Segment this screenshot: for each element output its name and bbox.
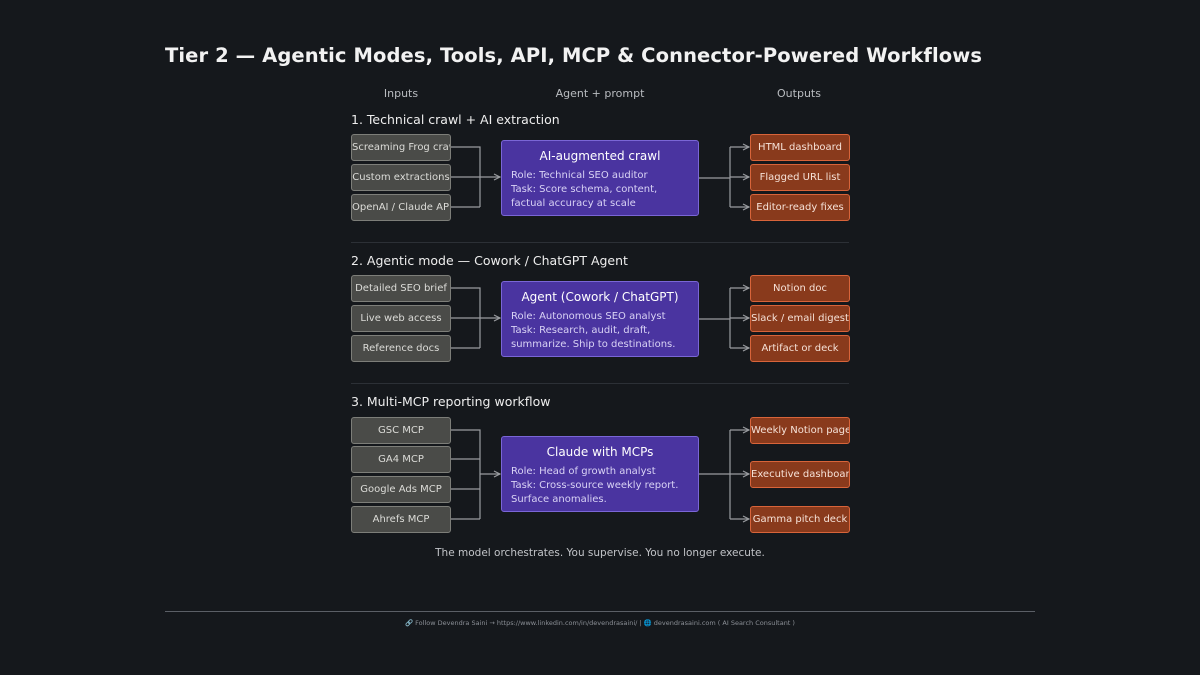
output-node: Weekly Notion page [750,417,850,444]
section-divider [351,383,849,384]
input-node: Google Ads MCP [351,476,451,503]
agent-role: Role: Head of growth analyst [511,466,656,477]
input-node: GSC MCP [351,417,451,444]
input-node: Detailed SEO brief [351,275,451,302]
input-node: Custom extractions [351,164,451,191]
column-header-agent: Agent + prompt [555,87,645,100]
output-node: Flagged URL list [750,164,850,191]
section-title-1: 1. Technical crawl + AI extraction [351,112,560,127]
agent-title: Agent (Cowork / ChatGPT) [521,290,679,304]
column-header-outputs: Outputs [777,87,821,100]
agent-node: Agent (Cowork / ChatGPT) Role: Autonomou… [501,281,699,357]
agent-title: Claude with MCPs [546,445,654,459]
input-node: Ahrefs MCP [351,506,451,533]
input-node: Reference docs [351,335,451,362]
agent-role: Role: Technical SEO auditor [511,170,648,181]
input-node: GA4 MCP [351,446,451,473]
section-title-3: 3. Multi-MCP reporting workflow [351,394,551,409]
footer-divider [165,611,1035,612]
agent-node: AI-augmented crawl Role: Technical SEO a… [501,140,699,216]
footer-credit[interactable]: 🔗 Follow Devendra Saini → https://www.li… [405,619,795,627]
agent-node: Claude with MCPs Role: Head of growth an… [501,436,699,512]
output-node: Artifact or deck [750,335,850,362]
caption: The model orchestrates. You supervise. Y… [435,547,765,559]
page-title: Tier 2 — Agentic Modes, Tools, API, MCP … [165,44,983,67]
input-node: Live web access [351,305,451,332]
agent-task: Task: Cross-source weekly report. Surfac… [511,480,679,505]
output-node: Slack / email digest [750,305,850,332]
section-title-2: 2. Agentic mode — Cowork / ChatGPT Agent [351,253,628,268]
agent-role: Role: Autonomous SEO analyst [511,311,666,322]
agent-task: Task: Research, audit, draft, summarize.… [511,325,676,350]
output-node: Editor-ready fixes [750,194,850,221]
section-divider [351,242,849,243]
column-header-inputs: Inputs [383,87,419,100]
output-node: HTML dashboard [750,134,850,161]
agent-task: Task: Score schema, content, factual acc… [511,184,658,209]
agent-title: AI-augmented crawl [539,149,661,163]
output-node: Notion doc [750,275,850,302]
output-node: Gamma pitch deck [750,506,850,533]
input-node: Screaming Frog crawl [351,134,451,161]
output-node: Executive dashboard [750,461,850,488]
input-node: OpenAI / Claude API [351,194,451,221]
